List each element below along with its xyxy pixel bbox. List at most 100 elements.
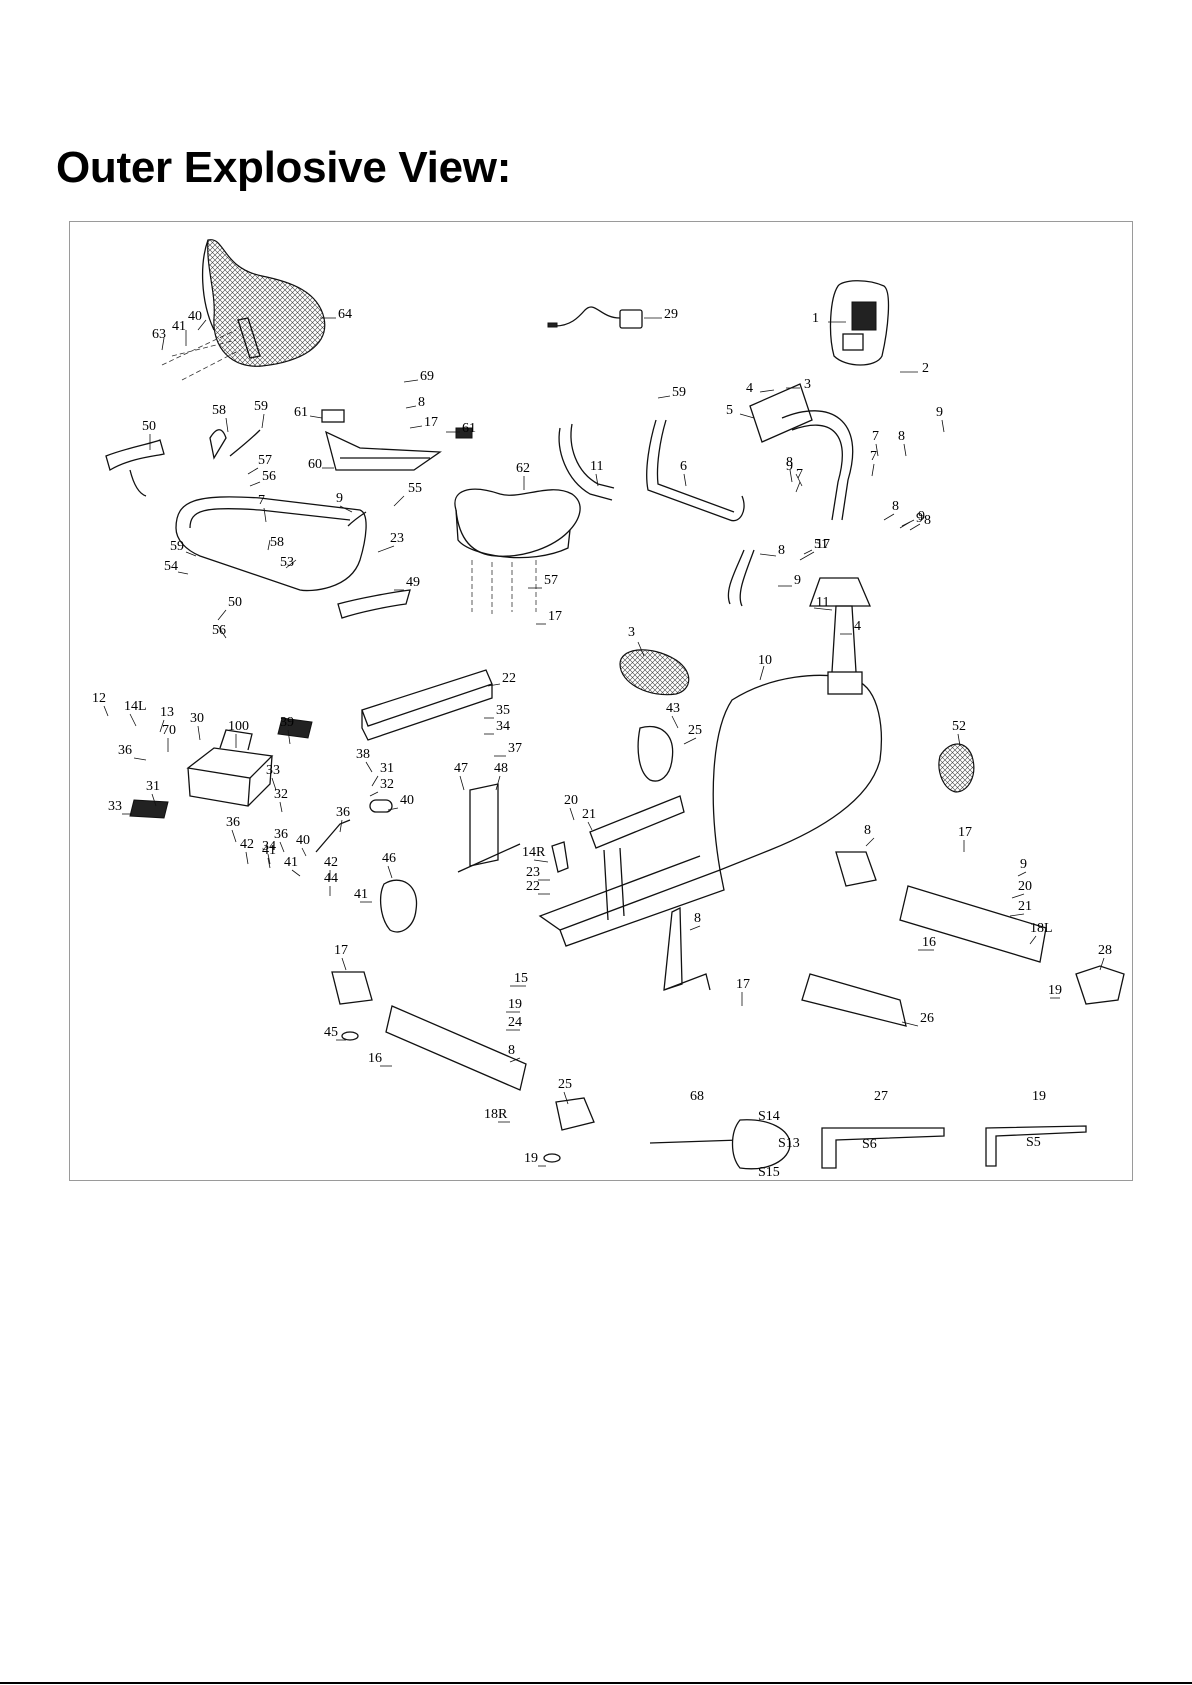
part-callout-17: 17 (816, 537, 830, 552)
part-callout-48: 48 (494, 761, 508, 776)
part-callout-8: 8 (786, 455, 793, 470)
part-callout-70: 70 (162, 723, 176, 738)
leader-line-14L (129, 713, 137, 727)
part-callout-14L: 14L (124, 699, 147, 714)
part-callout-4: 4 (854, 619, 861, 634)
leader-line-63 (161, 337, 165, 351)
leader-line-57 (247, 467, 259, 475)
leader-line-25 (683, 737, 697, 745)
part-callout-14R: 14R (522, 845, 546, 860)
part-callout-59: 59 (170, 539, 184, 554)
part-callout-45: 45 (324, 1025, 338, 1040)
part-callout-19: 19 (1048, 983, 1062, 998)
seat-rail-part (361, 669, 493, 741)
leader-line-8 (405, 405, 417, 409)
part-callout-36: 36 (336, 805, 350, 820)
part-callout-25: 25 (688, 723, 702, 738)
leader-line-38 (365, 761, 373, 773)
part-callout-7: 7 (796, 467, 803, 482)
leader-line-51 (803, 549, 813, 555)
leader-line-40 (197, 319, 207, 331)
part-callout-47: 47 (454, 761, 468, 776)
front-stabilizer-part (835, 851, 1125, 1005)
part-callout-32: 32 (380, 777, 394, 792)
leader-line-36 (339, 819, 343, 833)
leader-line-11 (813, 607, 833, 611)
leader-line-22 (487, 683, 501, 687)
seat-back-part (161, 239, 326, 381)
part-callout-19: 19 (508, 997, 522, 1012)
hex-key-66-mark: S6 (862, 1137, 877, 1152)
leader-line-61 (309, 415, 323, 419)
part-callout-1: 1 (812, 311, 819, 326)
part-callout-60: 60 (308, 457, 322, 472)
part-callout-37: 37 (508, 741, 522, 756)
leader-line-4 (759, 389, 775, 393)
leader-line-31 (151, 793, 157, 807)
part-callout-7: 7 (258, 493, 265, 508)
part-callout-41: 41 (354, 887, 368, 902)
part-callout-30: 30 (190, 711, 204, 726)
part-callout-26: 26 (920, 1011, 934, 1026)
leader-line-34 (267, 853, 271, 865)
leader-line-58 (267, 539, 271, 551)
part-callout-36: 36 (226, 815, 240, 830)
part-callout-36: 36 (274, 827, 288, 842)
part-callout-17: 17 (424, 415, 438, 430)
part-callout-8: 8 (508, 1043, 515, 1058)
part-callout-31: 31 (146, 779, 160, 794)
part-callout-2: 2 (922, 361, 929, 376)
part-callout-41: 41 (262, 843, 276, 858)
hex-key-67-mark: S5 (1026, 1135, 1041, 1150)
part-callout-17: 17 (736, 977, 750, 992)
leader-line-59 (185, 551, 197, 557)
part-callout-40: 40 (400, 793, 414, 808)
part-callout-9: 9 (794, 573, 801, 588)
part-callout-8: 8 (892, 499, 899, 514)
leader-line-7 (875, 443, 879, 457)
ac-adaptor-part (547, 306, 643, 329)
leader-line-5 (739, 413, 755, 419)
leader-line-41 (267, 857, 271, 869)
part-callout-5: 5 (726, 403, 733, 418)
part-callout-49: 49 (406, 575, 420, 590)
part-callout-100: 100 (228, 719, 249, 734)
leader-line-32 (279, 801, 283, 813)
leader-line-21 (587, 821, 593, 831)
part-callout-18R: 18R (484, 1107, 508, 1122)
part-callout-22: 22 (526, 879, 540, 894)
seat-handlebar-part (105, 429, 411, 619)
part-callout-17: 17 (548, 609, 562, 624)
part-callout-3: 3 (628, 625, 635, 640)
main-frame-part (538, 577, 882, 947)
part-callout-15: 15 (514, 971, 528, 986)
leader-line-8 (909, 523, 921, 531)
leader-line-30 (197, 725, 201, 741)
part-callout-12: 12 (92, 691, 106, 706)
part-callout-23: 23 (526, 865, 540, 880)
page-title: Outer Explosive View: (56, 143, 512, 192)
part-callout-40: 40 (296, 833, 310, 848)
part-callout-42: 42 (240, 837, 254, 852)
leader-line-8 (689, 925, 701, 931)
part-callout-32: 32 (274, 787, 288, 802)
leader-line-21 (1009, 913, 1025, 917)
part-callout-25: 25 (558, 1077, 572, 1092)
leader-line-3 (637, 641, 645, 657)
leader-line-13 (159, 719, 165, 733)
leader-line-12 (103, 705, 109, 717)
part-callout-42: 42 (324, 855, 338, 870)
part-callout-4: 4 (746, 381, 753, 396)
leader-line-18L (1029, 935, 1037, 945)
leader-line-58 (225, 417, 229, 433)
stand-bracket-part (663, 906, 907, 1027)
leader-line-56 (217, 625, 227, 639)
part-callout-64: 64 (338, 307, 352, 322)
part-callout-24: 24 (508, 1015, 522, 1030)
leader-line-7 (871, 463, 875, 477)
leader-line-59 (657, 395, 671, 399)
part-callout-22: 22 (502, 671, 516, 686)
part-callout-36: 36 (118, 743, 132, 758)
part-callout-43: 43 (666, 701, 680, 716)
